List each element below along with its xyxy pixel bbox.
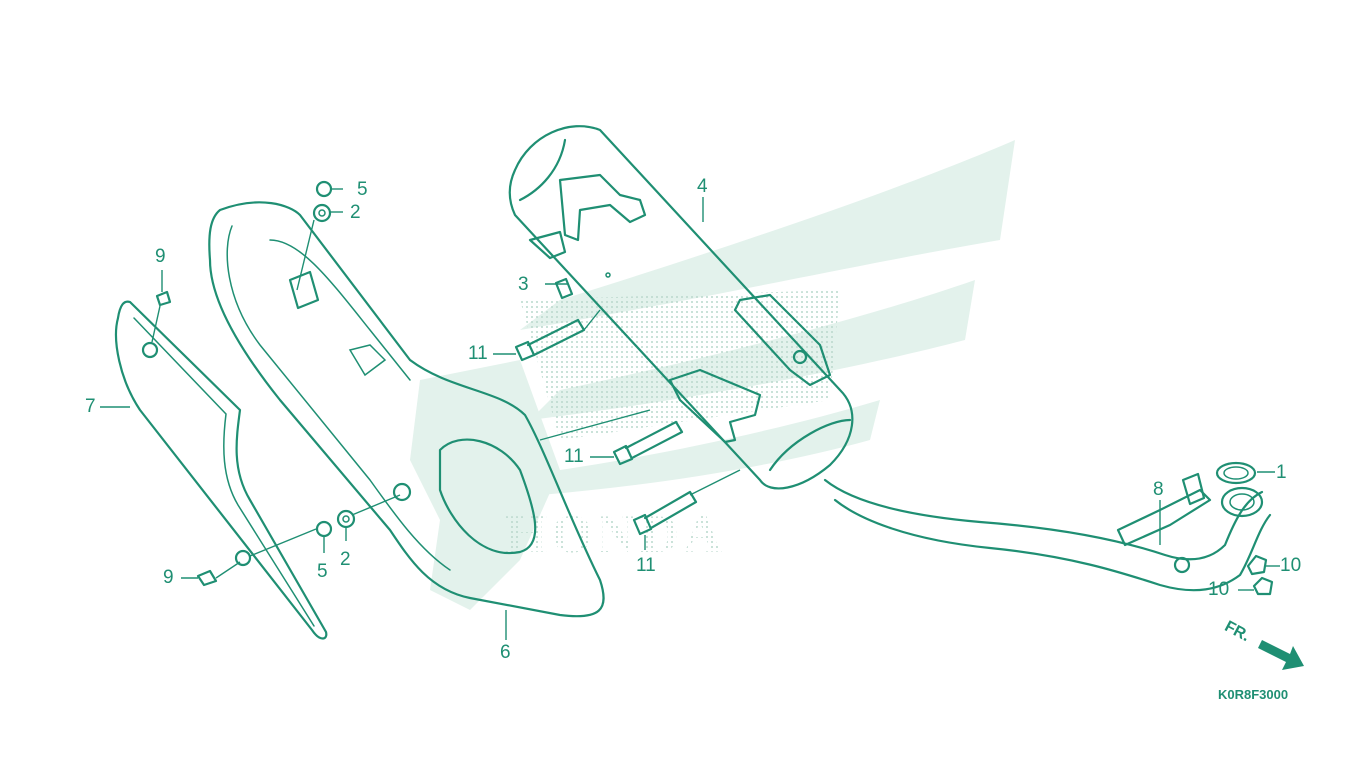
part-5-washer-top: [315, 180, 333, 198]
part-2-collar-bottom-hole: [342, 515, 350, 523]
callout-2a: 2: [350, 202, 361, 223]
callout-5b: 5: [317, 561, 328, 582]
callout-9b: 9: [163, 567, 174, 588]
part-11-bolt-b: [612, 420, 684, 466]
part-2-collar-top-hole: [318, 209, 326, 217]
callout-10a: 10: [1280, 555, 1302, 576]
part-10-nut-a: [1246, 554, 1268, 576]
part-11-bolt-a: [514, 318, 586, 362]
callout-4: 4: [697, 176, 708, 197]
callout-10b: 10: [1208, 579, 1230, 600]
honda-wing-watermark: HONDA: [410, 140, 1015, 610]
callout-8: 8: [1153, 479, 1164, 500]
part-2-collar-top: [312, 203, 332, 223]
callout-5a: 5: [357, 179, 368, 200]
part-1-gasket-inner: [1223, 466, 1249, 480]
callout-6: 6: [500, 642, 511, 663]
part-10-nut-b: [1252, 576, 1274, 596]
part-code: K0R8F3000: [1218, 687, 1289, 702]
part-5-washer-bottom: [315, 520, 333, 538]
part-1-gasket: [1215, 461, 1257, 485]
part-3-clip: [554, 277, 574, 300]
callout-11b: 11: [564, 446, 584, 467]
part-11-bolt-c: [632, 490, 698, 536]
callout-1: 1: [1276, 462, 1287, 483]
part-2-collar-bottom: [336, 509, 356, 529]
callout-2b: 2: [340, 549, 351, 570]
callout-3: 3: [518, 274, 529, 295]
part-9-screw-bottom: [196, 569, 218, 587]
exhaust-pipe: [823, 472, 1272, 592]
callout-11a: 11: [468, 343, 488, 364]
part-6-protector: [208, 201, 605, 618]
callout-7: 7: [85, 396, 96, 417]
front-direction-arrow-icon: [1258, 640, 1304, 670]
callout-11c: 11: [636, 555, 656, 576]
part-4-muffler: [508, 125, 854, 490]
part-7-shield-cover: [114, 300, 328, 640]
leader-lines: [100, 188, 1280, 640]
part-9-screw-top: [155, 290, 172, 307]
callout-9a: 9: [155, 246, 166, 267]
honda-watermark-text: HONDA: [505, 504, 726, 564]
